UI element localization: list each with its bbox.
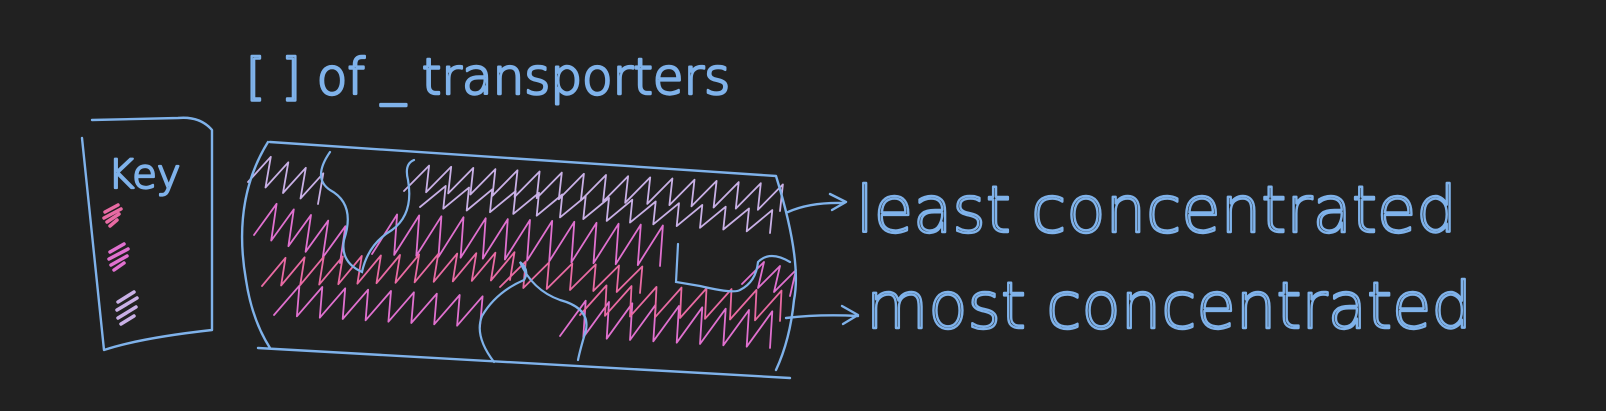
vessel-outline [240, 140, 798, 380]
hatch-lavender [247, 155, 325, 205]
hatch-magenta [741, 261, 797, 297]
hatch-magenta [253, 202, 347, 264]
arrow-least-concentrated [786, 192, 848, 214]
zone-intermediate [253, 202, 797, 349]
key-swatch-lavender [115, 290, 139, 326]
zone-most-concentrated [261, 251, 783, 322]
hatch-lavender [403, 164, 784, 212]
key-swatch-pink [102, 203, 123, 228]
key-box [80, 116, 214, 352]
arrow-most-concentrated [784, 304, 860, 326]
hatch-magenta [559, 299, 774, 349]
zone-boundary-upper [319, 150, 416, 274]
key-swatch-magenta [107, 242, 130, 272]
hatch-pink [579, 284, 783, 322]
hatch-pink [261, 251, 516, 287]
zone-boundary-lower [478, 261, 588, 364]
key-label: Key [108, 152, 181, 198]
diagram-title: [ ] of _ transporters [246, 48, 730, 106]
zone-least-concentrated [247, 155, 784, 234]
hatch-lavender [419, 185, 774, 234]
hatch-pink [499, 260, 644, 294]
label-least-concentrated: least concentrated [856, 174, 1457, 248]
key-legend: Key [80, 116, 214, 352]
zone-boundary-right [674, 242, 792, 293]
label-most-concentrated: most concentrated [866, 270, 1472, 344]
hatch-magenta [371, 213, 664, 267]
hatch-magenta [273, 284, 484, 328]
